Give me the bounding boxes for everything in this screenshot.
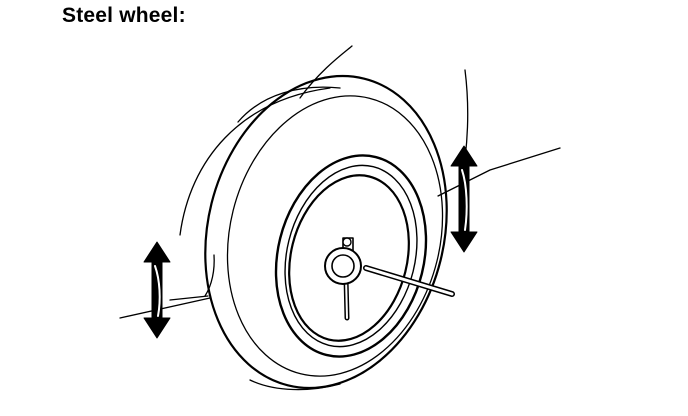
indicator-dial-face <box>331 254 355 278</box>
tire-outer-edge <box>204 74 448 390</box>
left-motion-arrow-icon <box>143 241 171 339</box>
dial-indicator <box>324 237 455 321</box>
rim-inner-ring <box>284 164 418 348</box>
indicator-body <box>324 247 362 285</box>
right-motion-arrow-icon <box>450 145 478 253</box>
page-title: Steel wheel: <box>62 4 186 27</box>
tire-tread-shoulder <box>237 86 341 123</box>
rim-outer-ring <box>274 154 428 358</box>
rim-flange <box>288 174 410 342</box>
tire-sidewall <box>226 95 444 377</box>
tire <box>204 74 448 391</box>
steel-rim <box>274 154 428 358</box>
